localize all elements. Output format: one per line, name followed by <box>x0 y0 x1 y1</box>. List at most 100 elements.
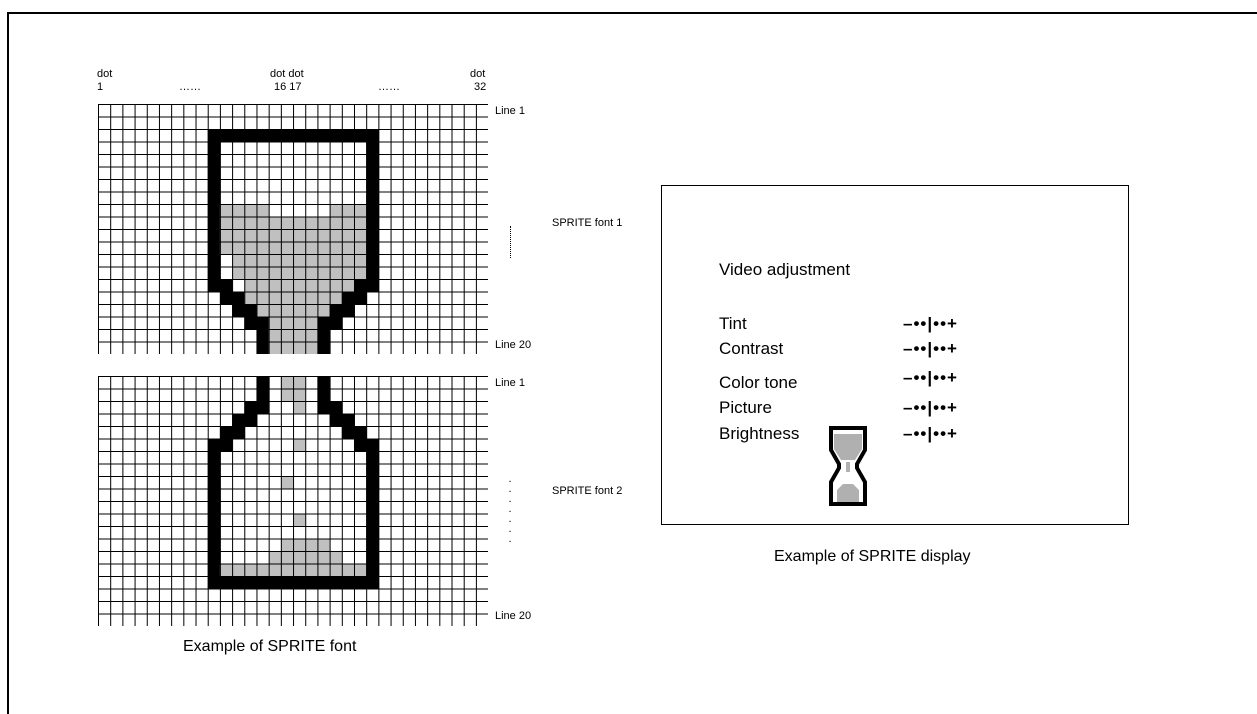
menu-item-picture: Picture <box>719 398 772 418</box>
font2-black-dot <box>330 401 342 414</box>
font2-gray-dot <box>232 564 244 577</box>
font1-gray-dot <box>281 267 293 280</box>
font2-vertical-dots: ....... <box>506 474 514 544</box>
font1-gray-dot <box>293 292 305 305</box>
font1-vertical-dots <box>510 226 513 258</box>
font1-gray-dot <box>244 279 256 292</box>
font1-black-dot <box>366 254 378 267</box>
font2-gray-dot <box>220 564 232 577</box>
menu-item-color-tone: Color tone <box>719 373 797 393</box>
font2-black-dot <box>305 576 317 589</box>
font1-gray-dot <box>354 242 366 255</box>
sprite-display-caption: Example of SPRITE display <box>774 548 971 566</box>
font2-black-dot <box>330 414 342 427</box>
font1-gray-dot <box>317 279 329 292</box>
font1-black-dot <box>342 129 354 142</box>
font1-gray-dot <box>317 217 329 230</box>
font1-gray-dot <box>269 342 281 355</box>
font1-black-dot <box>366 267 378 280</box>
font1-gray-dot <box>330 242 342 255</box>
font1-gray-dot <box>305 342 317 355</box>
font1-gray-dot <box>256 279 268 292</box>
font1-line-last-label: Line 20 <box>495 340 531 351</box>
font1-gray-dot <box>354 254 366 267</box>
font1-black-dot <box>220 292 232 305</box>
font1-gray-dot <box>269 304 281 317</box>
font1-gray-dot <box>269 279 281 292</box>
font2-gray-dot <box>293 376 305 389</box>
font2-black-dot <box>232 576 244 589</box>
font2-black-dot <box>366 514 378 527</box>
font1-black-dot <box>208 154 220 167</box>
font2-black-dot <box>366 489 378 502</box>
font1-gray-dot <box>281 229 293 242</box>
font2-black-dot <box>342 576 354 589</box>
font2-gray-dot <box>281 551 293 564</box>
font2-black-dot <box>354 426 366 439</box>
font1-black-dot <box>256 342 268 355</box>
font2-black-dot <box>366 439 378 452</box>
font1-gray-dot <box>305 254 317 267</box>
font2-black-dot <box>366 476 378 489</box>
font2-gray-dot <box>293 514 305 527</box>
font1-gray-dot <box>293 267 305 280</box>
font1-black-dot <box>317 317 329 330</box>
font2-gray-dot <box>256 564 268 577</box>
font1-gray-dot <box>256 267 268 280</box>
dot-label-first: dot <box>97 69 112 80</box>
font1-black-dot <box>256 329 268 342</box>
font1-gray-dot <box>305 329 317 342</box>
font2-gray-dot <box>281 376 293 389</box>
font1-black-dot <box>366 279 378 292</box>
font1-black-dot <box>354 292 366 305</box>
font1-black-dot <box>208 167 220 180</box>
font1-gray-dot <box>244 229 256 242</box>
font1-gray-dot <box>354 267 366 280</box>
font1-gray-dot <box>317 304 329 317</box>
font2-gray-dot <box>330 551 342 564</box>
font2-gray-dot <box>281 564 293 577</box>
font2-black-dot <box>256 389 268 402</box>
sprite-font-2-grid <box>98 376 488 626</box>
font2-black-dot <box>208 526 220 539</box>
font2-black-dot <box>366 526 378 539</box>
font1-black-dot <box>208 267 220 280</box>
font2-black-dot <box>366 551 378 564</box>
font1-gray-dot <box>256 292 268 305</box>
font2-gray-dot <box>354 564 366 577</box>
font2-gray-dot <box>281 539 293 552</box>
font2-black-dot <box>281 576 293 589</box>
font1-gray-dot <box>269 217 281 230</box>
font1-gray-dot <box>342 217 354 230</box>
sprite-font-1-label: SPRITE font 1 <box>552 218 622 229</box>
dot-label-middle: dot dot <box>270 69 304 80</box>
font2-black-dot <box>232 414 244 427</box>
font1-black-dot <box>208 204 220 217</box>
font1-gray-dot <box>305 229 317 242</box>
font1-black-dot <box>220 279 232 292</box>
menu-item-brightness: Brightness <box>719 424 799 444</box>
font2-black-dot <box>366 464 378 477</box>
font1-gray-dot <box>256 242 268 255</box>
font2-black-dot <box>208 451 220 464</box>
font2-gray-dot <box>342 564 354 577</box>
menu-item-contrast: Contrast <box>719 339 783 359</box>
font1-gray-dot <box>244 204 256 217</box>
font1-black-dot <box>330 129 342 142</box>
font2-gray-dot <box>317 551 329 564</box>
font1-gray-dot <box>293 242 305 255</box>
font1-black-dot <box>232 292 244 305</box>
font1-black-dot <box>208 229 220 242</box>
font1-gray-dot <box>281 329 293 342</box>
menu-title: Video adjustment <box>719 260 850 280</box>
font1-gray-dot <box>317 254 329 267</box>
hourglass-icon <box>825 424 871 508</box>
font1-gray-dot <box>244 267 256 280</box>
font1-gray-dot <box>220 217 232 230</box>
color-tone-control: –••|••+ <box>903 368 958 388</box>
font2-gray-dot <box>269 564 281 577</box>
font1-gray-dot <box>269 242 281 255</box>
font2-black-dot <box>220 439 232 452</box>
font1-gray-dot <box>317 242 329 255</box>
font2-black-dot <box>366 576 378 589</box>
